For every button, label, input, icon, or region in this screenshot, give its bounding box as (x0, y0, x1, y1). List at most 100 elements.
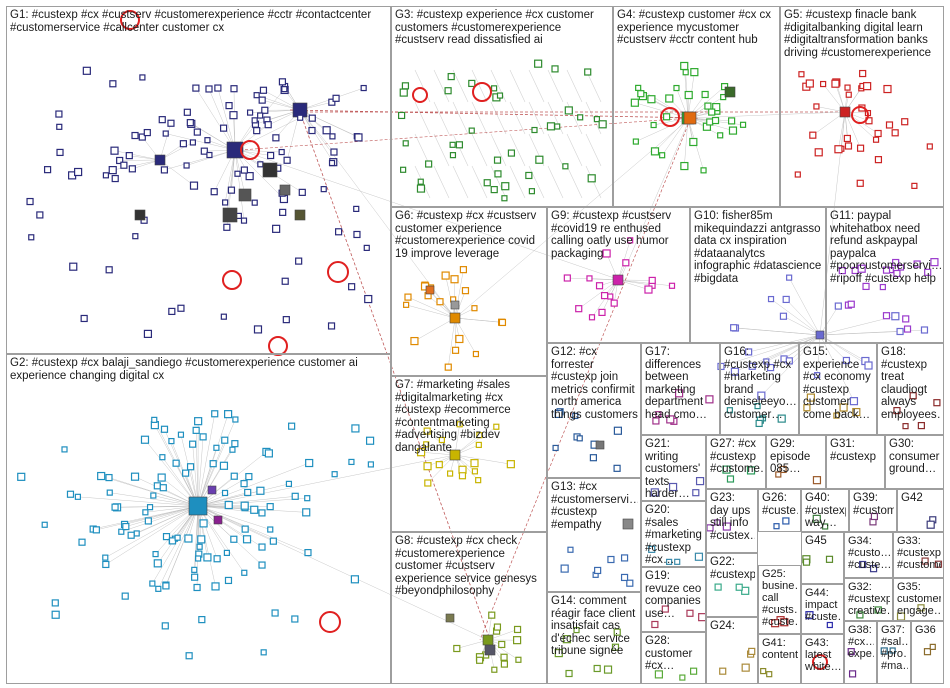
node (51, 599, 59, 607)
self-loop (412, 87, 428, 103)
edge (421, 451, 456, 456)
group-label: G26: #custe… (762, 492, 798, 517)
node (36, 211, 44, 219)
node (661, 605, 669, 613)
node (546, 122, 556, 131)
node (771, 619, 780, 628)
node (831, 79, 840, 88)
node (476, 432, 483, 439)
self-loop (851, 106, 869, 124)
node (613, 464, 621, 472)
node (132, 233, 139, 240)
node (278, 78, 287, 86)
node (700, 167, 707, 174)
self-loop (240, 140, 260, 160)
edge (566, 165, 583, 199)
node (360, 84, 367, 92)
edge (131, 505, 199, 536)
node (773, 523, 780, 530)
group-label: G40: #custexp way… (805, 492, 846, 529)
node (230, 85, 238, 93)
node (748, 647, 756, 656)
node (682, 69, 689, 76)
node (471, 468, 479, 475)
node (913, 260, 921, 268)
edge (414, 317, 456, 342)
node (332, 94, 340, 102)
node (644, 285, 653, 294)
node (174, 534, 181, 541)
node (182, 469, 190, 477)
node (766, 671, 773, 678)
node (782, 295, 790, 304)
group-G41: G41: content (758, 634, 801, 684)
group-G21: G21: writing customers' texts harder… (641, 435, 706, 501)
group-label: G43: latest white… (805, 637, 841, 673)
node (674, 558, 681, 565)
node (304, 548, 312, 557)
node (813, 103, 820, 110)
node (222, 199, 229, 206)
node (491, 666, 498, 673)
group-G28: G28: customer #cx… (641, 632, 706, 684)
node-avatar (213, 515, 223, 525)
node (934, 560, 943, 568)
node (185, 652, 193, 660)
node (879, 283, 886, 291)
node (739, 121, 747, 128)
node (630, 98, 639, 107)
group-label: G19: revuze ceo companies use… (645, 570, 702, 620)
node (261, 106, 269, 114)
group-label: G7: #marketing #sales #digitalmarketing … (395, 379, 514, 454)
node (655, 411, 662, 418)
node (475, 477, 482, 484)
node (158, 116, 166, 124)
node (423, 441, 430, 448)
node (328, 159, 336, 167)
node (782, 517, 790, 525)
node (689, 137, 698, 147)
edge (77, 496, 199, 507)
node (593, 664, 601, 673)
node (833, 412, 840, 419)
node (179, 140, 187, 148)
node (105, 473, 113, 482)
group-label: G5: #custexp finacle bank #digitalbankin… (784, 9, 932, 59)
node (472, 350, 480, 358)
edge (819, 334, 855, 402)
node (160, 425, 169, 433)
group-label: G41: content (762, 637, 798, 661)
node (258, 543, 266, 551)
node (203, 553, 212, 562)
node (291, 615, 299, 623)
edge (433, 69, 450, 103)
node (168, 307, 176, 316)
node (490, 185, 498, 194)
node (488, 611, 496, 619)
edge (299, 109, 456, 319)
node (814, 372, 821, 379)
node (856, 179, 864, 187)
edge (454, 426, 497, 456)
node (159, 454, 166, 461)
node (43, 166, 52, 174)
node (436, 298, 444, 306)
edge (819, 334, 847, 361)
node (282, 316, 290, 324)
group-label: G38: #cx… expe… (848, 624, 874, 660)
node (893, 269, 901, 278)
node (468, 127, 475, 134)
node (844, 142, 853, 150)
node (728, 117, 736, 125)
node (256, 486, 265, 495)
node (278, 148, 285, 156)
node (844, 84, 851, 91)
node (595, 282, 604, 290)
node (353, 230, 361, 239)
group-G7: G7: #marketing #sales #digitalmarketing … (391, 376, 547, 532)
node (140, 435, 150, 444)
node (607, 555, 615, 564)
node (722, 522, 731, 531)
node (822, 523, 829, 530)
group-G23: G23: day ups still info #custex… (706, 489, 758, 553)
